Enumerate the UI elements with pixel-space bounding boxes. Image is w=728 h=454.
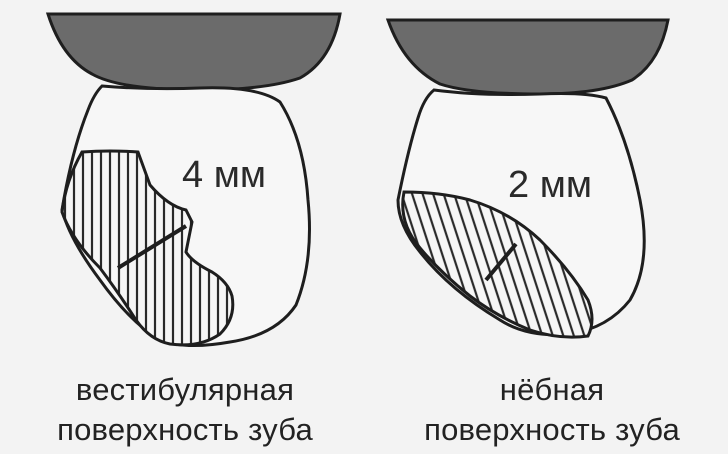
left-caption-line1: вестибулярная <box>75 372 295 407</box>
left-thickness-line <box>116 224 188 270</box>
right-thickness-line <box>484 242 518 282</box>
right-base-block <box>385 18 670 96</box>
right-caption-line2: поверхность зуба <box>424 412 680 447</box>
left-caption-line2: поверхность зуба <box>57 412 313 447</box>
right-tooth: 2 мм <box>385 18 670 339</box>
right-caption: нёбная поверхность зуба <box>382 370 722 450</box>
right-measurement-label: 2 мм <box>508 164 592 206</box>
right-caption-line1: нёбная <box>499 372 605 407</box>
left-caption: вестибулярная поверхность зуба <box>20 370 350 450</box>
left-tooth: 4 мм <box>45 12 342 348</box>
left-measurement-label: 4 мм <box>182 154 266 196</box>
left-base-block <box>45 12 342 92</box>
